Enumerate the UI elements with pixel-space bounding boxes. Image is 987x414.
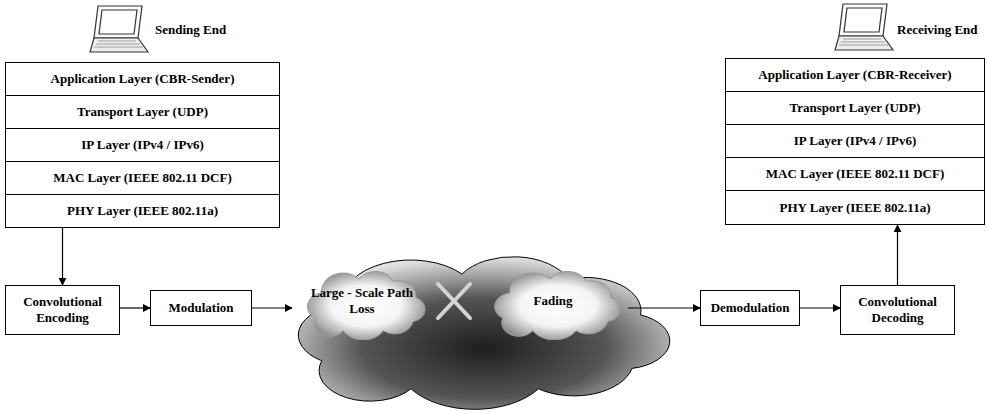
node-text: Convolutional Encoding	[6, 292, 119, 327]
process-box: Convolutional Decoding	[840, 285, 955, 335]
signal-arrow	[120, 307, 150, 308]
node-text: IP Layer (IPv4 / IPv6)	[75, 135, 210, 155]
process-box: MAC Layer (IEEE 802.11 DCF)	[725, 157, 985, 191]
node-text: Demodulation	[705, 298, 796, 318]
laptop-icon	[835, 4, 893, 50]
signal-arrow	[62, 228, 63, 285]
node-text: MAC Layer (IEEE 802.11 DCF)	[47, 168, 238, 188]
process-box: Application Layer (CBR-Receiver)	[725, 58, 985, 92]
process-box: Demodulation	[700, 290, 800, 326]
laptop-icon	[90, 6, 148, 52]
node-text: PHY Layer (IEEE 802.11a)	[61, 201, 224, 221]
process-box: PHY Layer (IEEE 802.11a)	[725, 190, 985, 225]
node-text: Application Layer (CBR-Receiver)	[752, 65, 957, 85]
cross-symbol	[438, 284, 470, 318]
signal-arrow	[252, 307, 292, 308]
node-text: Large - Scale Path Loss	[292, 283, 432, 318]
process-box: PHY Layer (IEEE 802.11a)	[5, 194, 280, 228]
channel-effect-cloud: Fading	[478, 262, 628, 340]
signal-arrow	[897, 225, 898, 285]
node-text: MAC Layer (IEEE 802.11 DCF)	[760, 164, 951, 184]
node-text: Modulation	[162, 298, 239, 318]
process-box: Application Layer (CBR-Sender)	[5, 62, 280, 96]
process-box: IP Layer (IPv4 / IPv6)	[725, 124, 985, 158]
process-box: Transport Layer (UDP)	[5, 95, 280, 129]
process-box: IP Layer (IPv4 / IPv6)	[5, 128, 280, 162]
node-text: Application Layer (CBR-Sender)	[45, 69, 241, 89]
signal-arrow	[800, 307, 840, 308]
node-text: Convolutional Decoding	[841, 292, 954, 327]
node-text: Transport Layer (UDP)	[71, 102, 214, 122]
process-box: Convolutional Encoding	[5, 285, 120, 335]
process-box: MAC Layer (IEEE 802.11 DCF)	[5, 161, 280, 195]
process-box: Transport Layer (UDP)	[725, 91, 985, 125]
node-text: Transport Layer (UDP)	[784, 98, 927, 118]
node-text: IP Layer (IPv4 / IPv6)	[788, 131, 923, 151]
channel-cloud	[298, 257, 669, 410]
channel-effect-cloud: Large - Scale Path Loss	[292, 262, 432, 340]
signal-arrow	[628, 307, 700, 308]
endpoint-label: Receiving End	[897, 22, 978, 38]
process-box: Modulation	[150, 290, 252, 326]
node-text: Fading	[527, 291, 578, 311]
endpoint-label: Sending End	[155, 22, 226, 38]
node-text: PHY Layer (IEEE 802.11a)	[774, 198, 937, 218]
